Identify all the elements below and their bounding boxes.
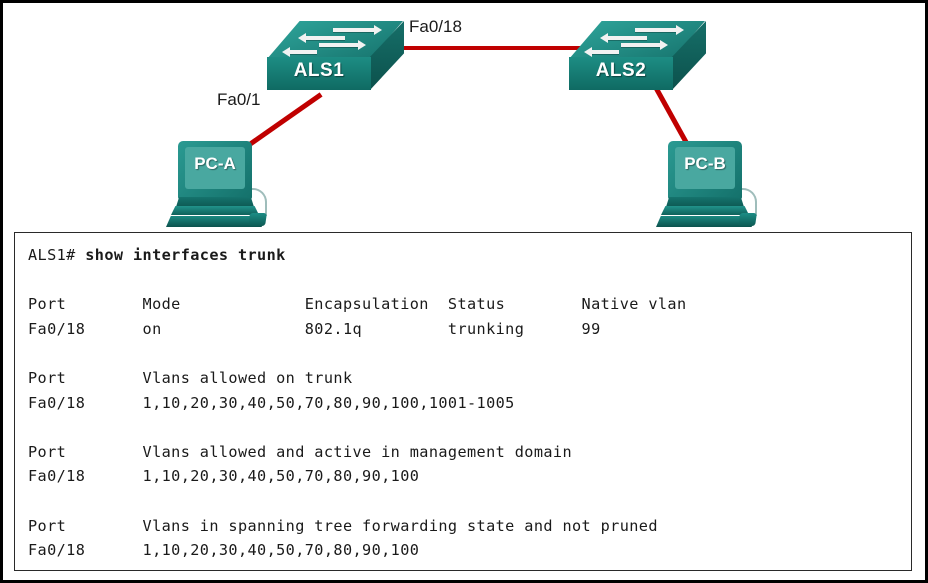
pc-a[interactable]: PC-A	[166, 141, 272, 233]
port-label-fa0-18: Fa0/18	[409, 17, 462, 36]
port-label-fa0-1: Fa0/1	[217, 90, 261, 109]
pc-screen	[675, 147, 735, 189]
switch-als2-label: ALS2	[595, 60, 647, 81]
cli-output-panel: ALS1# show interfaces trunk Port Mode En…	[14, 232, 912, 571]
switch-arrow-right-2	[621, 40, 668, 50]
switch-arrow-left-1	[298, 33, 345, 43]
switch-als2[interactable]: ALS2	[569, 21, 706, 93]
pc-base-upper	[171, 206, 259, 215]
pc-b[interactable]: PC-B	[656, 141, 762, 233]
pc-neck	[176, 197, 254, 207]
switch-front-face	[267, 57, 371, 90]
switch-arrow-left-2	[282, 47, 317, 57]
pc-cord	[735, 188, 757, 216]
pc-mouse	[738, 213, 757, 226]
pc-b-label: PC-B	[684, 154, 726, 173]
switch-arrow-right-2	[319, 40, 366, 50]
switch-front-face	[569, 57, 673, 90]
switch-arrow-right-1	[333, 25, 382, 35]
pc-mouse	[248, 213, 267, 226]
switch-als1[interactable]: ALS1	[267, 21, 404, 93]
pc-base-lower	[166, 216, 262, 227]
link-als1-als2	[388, 46, 598, 50]
network-topology-diagram: Fa0/18 Fa0/1 ALS1 ALS2	[3, 3, 925, 227]
cli-output-text: ALS1# show interfaces trunk Port Mode En…	[28, 246, 687, 560]
pc-screen	[185, 147, 245, 189]
switch-arrow-left-1	[600, 33, 647, 43]
switch-arrow-right-1	[635, 25, 684, 35]
switch-als1-label: ALS1	[293, 60, 345, 81]
switch-arrow-left-2	[584, 47, 619, 57]
pc-cord	[245, 188, 267, 216]
pc-base-lower	[656, 216, 752, 227]
pc-neck	[666, 197, 744, 207]
pc-base-upper	[661, 206, 749, 215]
pc-a-label: PC-A	[194, 154, 236, 173]
